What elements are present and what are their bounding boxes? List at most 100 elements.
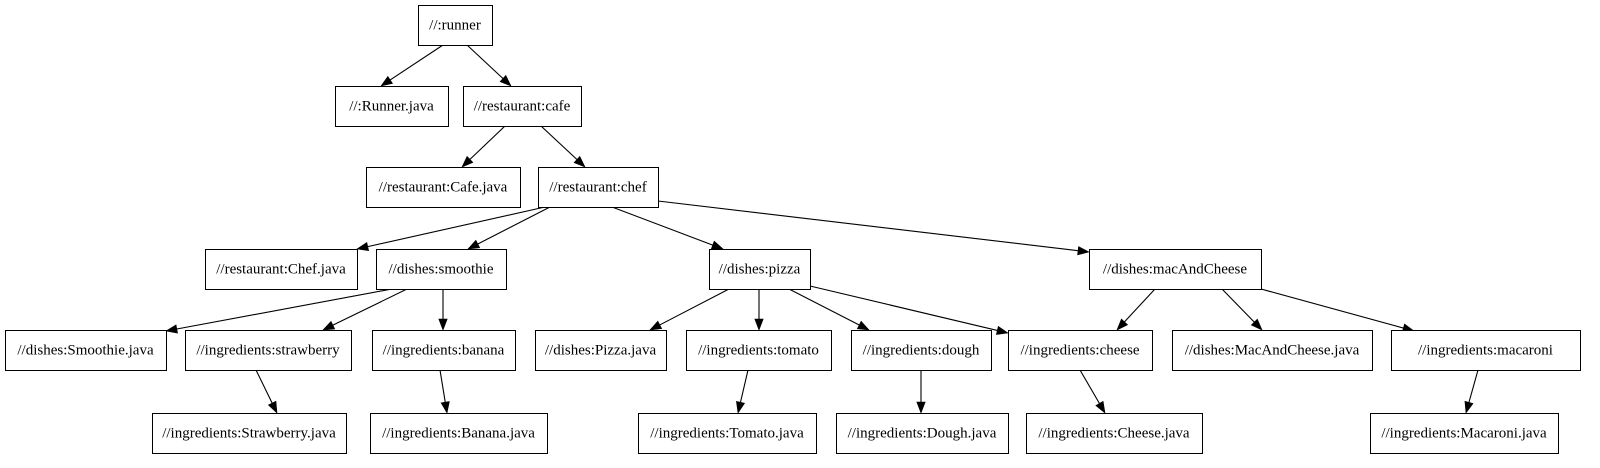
node-box[interactable] <box>205 249 358 290</box>
node-box[interactable] <box>1089 249 1262 290</box>
node-label: //ingredients:Tomato.java <box>650 425 804 441</box>
graph-node-runner[interactable]: //:runner <box>418 5 493 46</box>
graph-node-ing_tomato[interactable]: //ingredients:tomato <box>686 330 832 371</box>
graph-node-ing_tomato_java[interactable]: //ingredients:Tomato.java <box>638 413 817 454</box>
edge-arrowhead-icon <box>710 240 724 250</box>
graph-node-ing_dough[interactable]: //ingredients:dough <box>851 330 992 371</box>
graph-node-dishes_pizza[interactable]: //dishes:pizza <box>709 249 811 290</box>
edge-arrowhead-icon <box>1095 400 1106 414</box>
edge-arrowhead-icon <box>1077 246 1090 256</box>
node-label: //ingredients:Cheese.java <box>1038 425 1190 441</box>
edge-line <box>1124 288 1156 323</box>
graph-node-ing_cheese_java[interactable]: //ingredients:Cheese.java <box>1026 413 1203 454</box>
graph-edge <box>649 288 730 331</box>
node-box[interactable] <box>538 167 659 208</box>
node-box[interactable] <box>836 413 1009 454</box>
edge-arrowhead-icon <box>438 318 448 331</box>
node-box[interactable] <box>535 330 667 371</box>
edge-line <box>657 200 1079 252</box>
node-box[interactable] <box>463 86 582 127</box>
node-box[interactable] <box>335 86 449 127</box>
node-box[interactable] <box>851 330 992 371</box>
node-box[interactable] <box>1172 330 1373 371</box>
node-box[interactable] <box>370 413 548 454</box>
node-box[interactable] <box>376 249 507 290</box>
node-box[interactable] <box>1026 413 1203 454</box>
node-label: //:Runner.java <box>349 98 434 114</box>
graph-edge <box>438 289 448 331</box>
node-box[interactable] <box>366 167 521 208</box>
node-box[interactable] <box>1370 413 1559 454</box>
node-label: //restaurant:Cafe.java <box>379 179 508 195</box>
node-label: //ingredients:macaroni <box>1418 342 1553 358</box>
graph-node-dishes_smoothie[interactable]: //dishes:smoothie <box>376 249 507 290</box>
edge-arrowhead-icon <box>736 400 746 414</box>
edge-line <box>1079 369 1100 404</box>
graph-node-dishes_smoothie_java[interactable]: //dishes:Smoothie.java <box>5 330 167 371</box>
graph-node-restaurant_cafe[interactable]: //restaurant:cafe <box>463 86 582 127</box>
graph-node-ing_dough_java[interactable]: //ingredients:Dough.java <box>836 413 1009 454</box>
graph-edge <box>1260 288 1415 333</box>
node-label: //ingredients:Macaroni.java <box>1381 425 1547 441</box>
graph-node-ing_banana[interactable]: //ingredients:banana <box>372 330 516 371</box>
edge-line <box>466 44 504 79</box>
graph-node-dishes_macandcheese[interactable]: //dishes:macAndCheese <box>1089 249 1262 290</box>
graph-edge <box>809 285 1009 335</box>
graph-edge <box>657 200 1090 256</box>
graph-node-restaurant_chef_java[interactable]: //restaurant:Chef.java <box>205 249 358 290</box>
graph-node-ing_cheese[interactable]: //ingredients:cheese <box>1008 330 1153 371</box>
edge-arrowhead-icon <box>573 155 586 168</box>
edge-line <box>477 206 551 245</box>
graph-edge <box>322 288 408 331</box>
node-box[interactable] <box>372 330 516 371</box>
edge-arrowhead-icon <box>467 239 481 250</box>
node-box[interactable] <box>5 330 167 371</box>
node-box[interactable] <box>152 413 347 454</box>
node-box[interactable] <box>185 330 352 371</box>
node-box[interactable] <box>686 330 832 371</box>
graph-edge <box>736 369 749 414</box>
graph-node-restaurant_cafe_java[interactable]: //restaurant:Cafe.java <box>366 167 521 208</box>
graph-node-ing_strawberry_java[interactable]: //ingredients:Strawberry.java <box>152 413 347 454</box>
node-label: //dishes:macAndCheese <box>1103 261 1247 277</box>
node-box[interactable] <box>418 5 493 46</box>
graph-node-dishes_macandcheese_java[interactable]: //dishes:MacAndCheese.java <box>1172 330 1373 371</box>
edges-layer <box>165 44 1479 414</box>
node-label: //ingredients:Strawberry.java <box>162 425 336 441</box>
graph-node-dishes_pizza_java[interactable]: //dishes:Pizza.java <box>535 330 667 371</box>
edge-arrowhead-icon <box>1464 400 1474 414</box>
node-box[interactable] <box>709 249 811 290</box>
graph-node-ing_macaroni[interactable]: //ingredients:macaroni <box>1391 330 1581 371</box>
node-box[interactable] <box>1391 330 1581 371</box>
edge-line <box>389 44 444 81</box>
graph-node-restaurant_chef[interactable]: //restaurant:chef <box>538 167 659 208</box>
edge-line <box>611 206 713 246</box>
graph-edge <box>540 125 586 168</box>
edge-arrowhead-icon <box>461 155 474 168</box>
graph-edge <box>461 125 506 168</box>
node-label: //ingredients:Dough.java <box>848 425 997 441</box>
graph-edge <box>1116 288 1156 331</box>
edge-line <box>367 206 546 248</box>
edge-line <box>739 369 749 403</box>
node-label: //ingredients:strawberry <box>196 342 340 358</box>
node-box[interactable] <box>1008 330 1153 371</box>
graph-edge <box>611 206 724 250</box>
edge-line <box>540 125 578 160</box>
graph-node-ing_banana_java[interactable]: //ingredients:Banana.java <box>370 413 548 454</box>
graph-node-ing_strawberry[interactable]: //ingredients:strawberry <box>185 330 352 371</box>
node-label: //dishes:MacAndCheese.java <box>1185 342 1360 358</box>
node-label: //restaurant:chef <box>549 179 646 195</box>
node-label: //:runner <box>429 17 481 33</box>
graph-node-ing_macaroni_java[interactable]: //ingredients:Macaroni.java <box>1370 413 1559 454</box>
edge-line <box>788 288 860 326</box>
node-box[interactable] <box>638 413 817 454</box>
node-label: //ingredients:cheese <box>1020 342 1139 358</box>
node-label: //ingredients:banana <box>383 342 505 358</box>
graph-edge <box>1079 369 1106 414</box>
graph-edge <box>1464 369 1479 414</box>
graph-node-runner_java[interactable]: //:Runner.java <box>335 86 449 127</box>
edge-arrowhead-icon <box>916 401 926 414</box>
